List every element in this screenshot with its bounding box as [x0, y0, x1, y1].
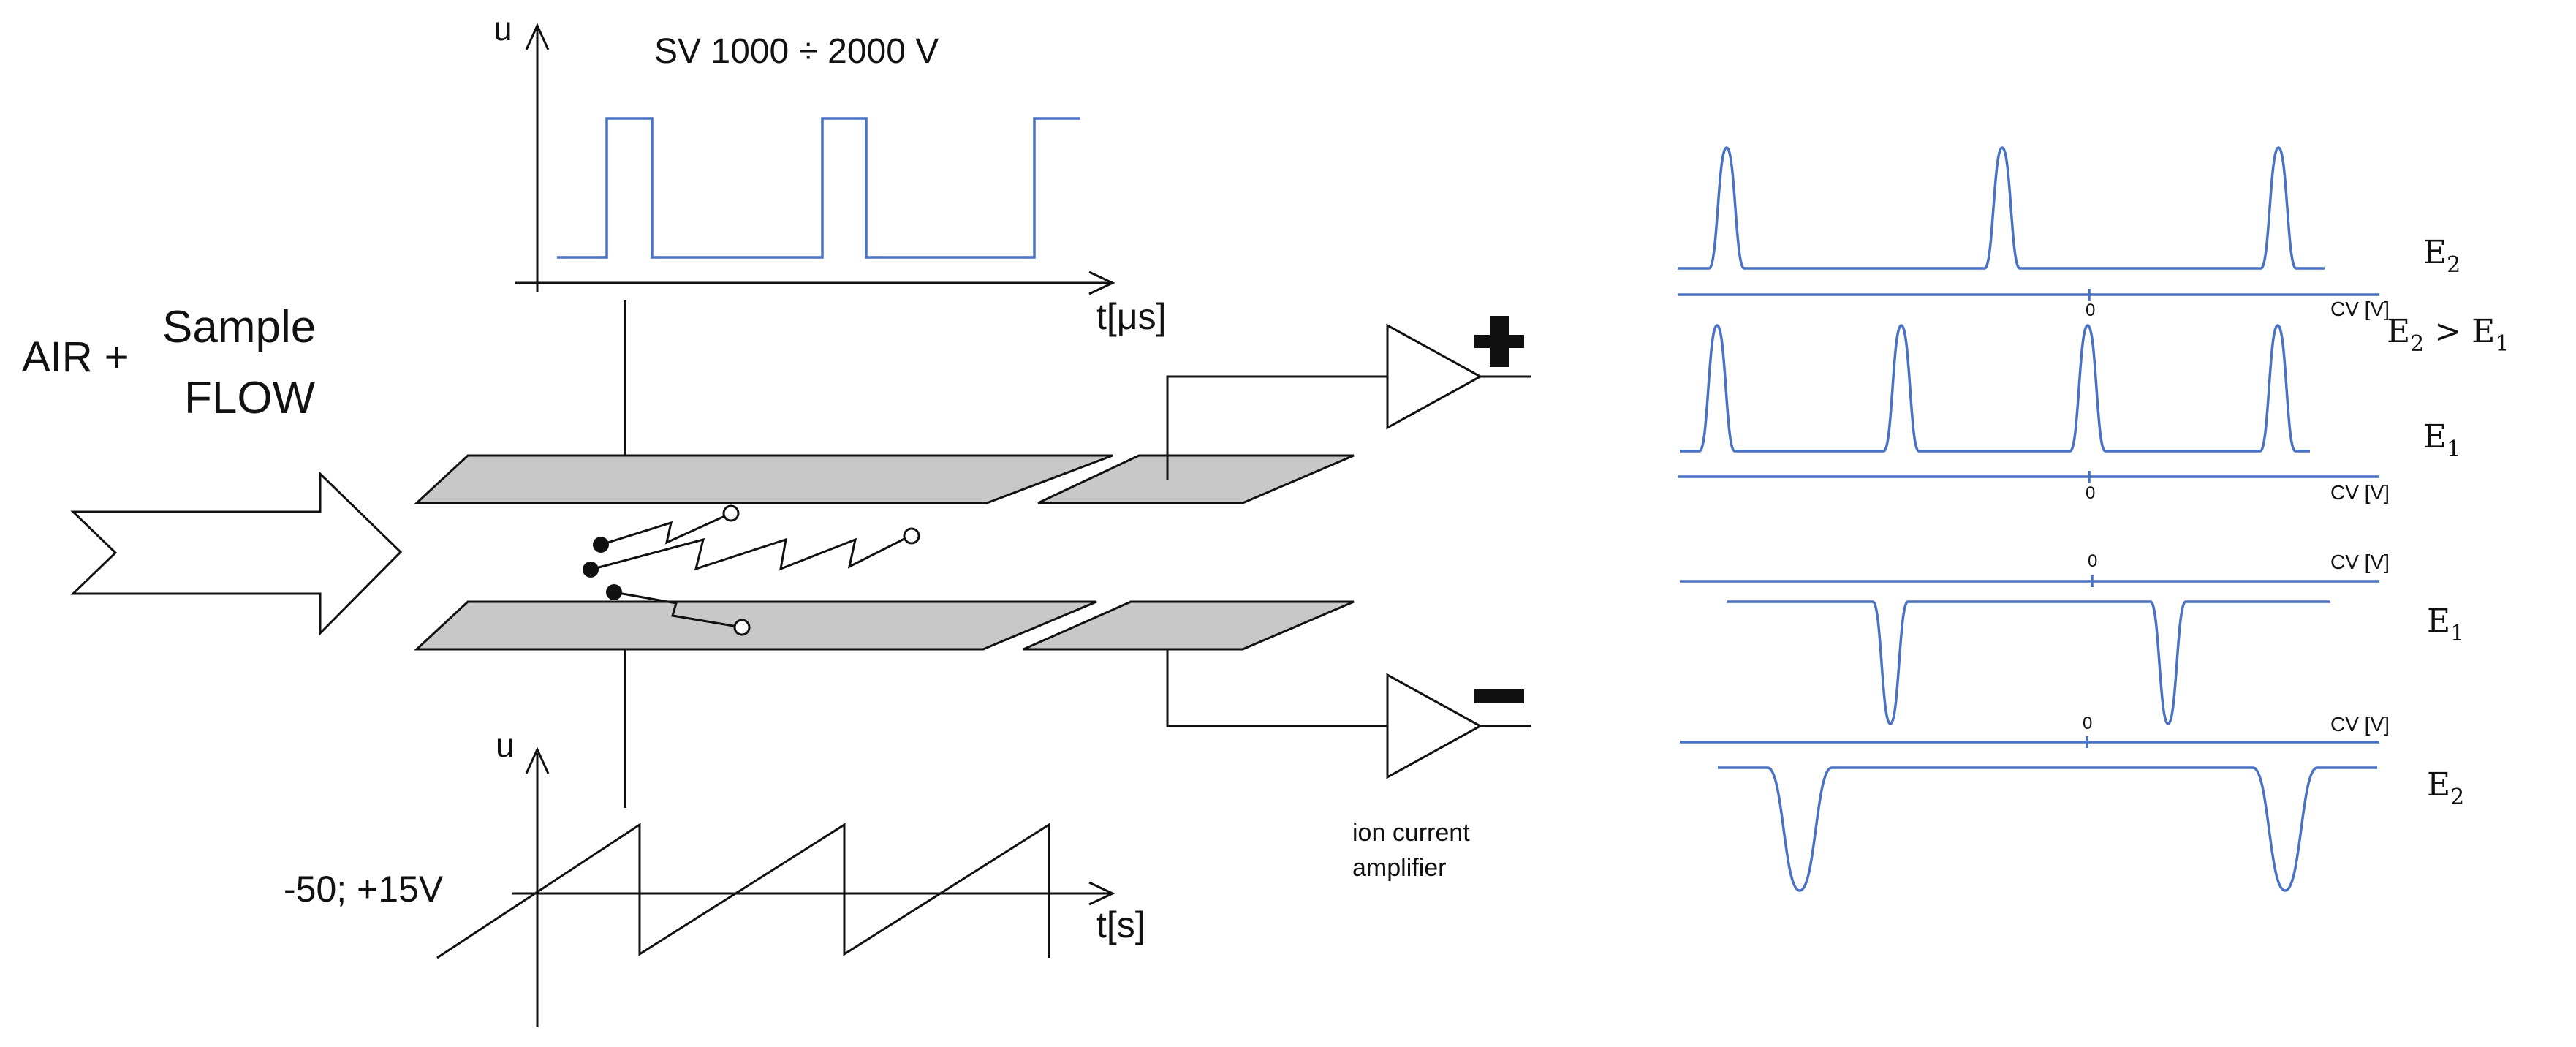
ion-end-3: [733, 619, 751, 636]
cv-axis-2-unit: CV [V]: [2330, 481, 2390, 504]
sv-pulse-trace: [557, 117, 1080, 259]
cv-axis-4-zero: 0: [2083, 714, 2092, 733]
cv-y-label: u: [496, 726, 515, 764]
cv-axis-2: 0 CV [V]: [1678, 471, 2390, 504]
amplifier-label-line2: amplifier: [1352, 854, 1446, 882]
ion-start-1: [593, 537, 609, 553]
sample-label: Sample: [162, 302, 316, 352]
plus-icon: [1474, 316, 1524, 367]
minus-icon: [1474, 689, 1524, 703]
spectrum-e1-neg-label: E1: [2427, 602, 2464, 646]
cv-sawtooth-trace: [436, 823, 1050, 959]
cv-time-label: t[s]: [1096, 904, 1145, 945]
cv-x-arrow: [1088, 881, 1115, 906]
ion-end-1: [722, 504, 740, 522]
lower-separation-plate: [414, 600, 1097, 651]
spectrum-e2-negative-trace: [1718, 766, 2377, 892]
field-comparison-label: E2 > E1: [2387, 313, 2509, 357]
ion-path-3: [613, 591, 743, 629]
spectrum-e1-positive-trace: [1680, 324, 2310, 453]
spectrum-e2-neg-label: E2: [2427, 766, 2464, 810]
spectrum-e2-negative: E2: [1718, 766, 2464, 892]
cv-axis-2-zero: 0: [2086, 483, 2095, 503]
air-label: AIR +: [22, 333, 129, 381]
cv-axis-3-unit: CV [V]: [2330, 551, 2390, 573]
positive-amp-triangle: [1386, 323, 1483, 430]
ion-path-2: [590, 534, 911, 571]
cv-voltage-label: -50; +15V: [284, 869, 444, 910]
spectrum-e1-negative-trace: [1727, 600, 2330, 725]
ion-start-3: [606, 584, 622, 600]
cv-axis-1-unit: CV [V]: [2330, 298, 2390, 320]
sv-y-label: u: [493, 10, 512, 48]
spectrum-e2-label: E2: [2423, 234, 2461, 278]
negative-amp-triangle: [1386, 673, 1483, 779]
ion-trajectories: [583, 504, 920, 636]
negative-amplifier: [1166, 649, 1531, 779]
flow-arrow: [70, 471, 403, 636]
cv-axis-3: 0 CV [V]: [1680, 551, 2390, 587]
sv-x-arrow: [1088, 271, 1115, 295]
negative-amp-wire: [1166, 649, 1387, 727]
lower-detector-plate: [1023, 600, 1355, 651]
flow-label: FLOW: [184, 373, 316, 423]
upper-detector-plate: [1037, 454, 1355, 504]
sv-voltage-label: SV 1000 ÷ 2000 V: [654, 32, 939, 71]
amplifier-label-line1: ion current: [1352, 819, 1470, 847]
sv-y-arrow: [525, 23, 550, 50]
ion-path-1: [600, 512, 732, 546]
spectrum-e1-positive: E1: [1680, 324, 2461, 462]
upper-separation-plate: [414, 454, 1113, 504]
cv-axis-1: 0 CV [V]: [1678, 289, 2390, 320]
spectrum-e1-label: E1: [2423, 418, 2461, 462]
positive-amp-wire: [1166, 375, 1387, 480]
spectrum-e2-positive: E2: [1678, 146, 2461, 278]
cv-axis-4: 0 CV [V]: [1680, 713, 2390, 748]
sv-waveform-graph: u SV 1000 ÷ 2000 V t[μs]: [493, 10, 1166, 337]
cv-axis-1-zero: 0: [2086, 301, 2095, 320]
sv-time-label: t[μs]: [1096, 296, 1166, 337]
cv-y-arrow: [525, 746, 550, 774]
cv-axis-3-zero: 0: [2088, 551, 2097, 571]
spectrum-e1-negative: E1: [1727, 600, 2464, 725]
cv-axis-4-unit: CV [V]: [2330, 713, 2390, 736]
ion-end-2: [903, 527, 920, 545]
cv-sawtooth-graph: u -50; +15V t[s]: [284, 726, 1145, 1027]
ion-start-2: [583, 562, 599, 578]
spectrum-e2-positive-trace: [1678, 146, 2325, 270]
positive-amplifier: [1166, 316, 1531, 480]
